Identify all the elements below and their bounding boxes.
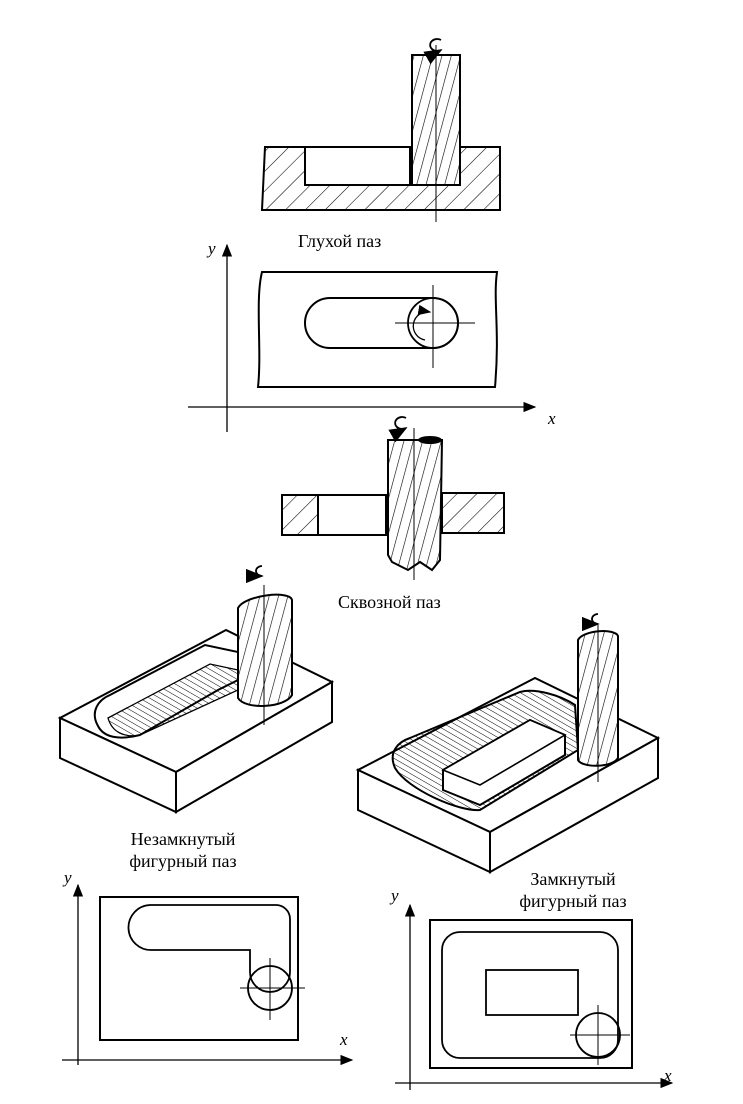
end-mill-cutter [237, 565, 293, 725]
caption-through-slot: Сквозной паз [338, 592, 441, 612]
rotation-arrow-icon [423, 38, 443, 65]
blind-slot-plan [188, 243, 537, 432]
end-mill-cutter [387, 416, 444, 580]
caption-line: фигурный паз [129, 851, 237, 871]
caption-closed-figured-slot: Замкнутый фигурный паз [498, 868, 648, 912]
rotation-arrow-icon [412, 304, 432, 341]
axis-x-label: x [340, 1030, 348, 1049]
rotation-arrow-icon [245, 565, 264, 584]
blind-slot-section [260, 38, 501, 222]
closed-figured-slot-plan [395, 903, 674, 1090]
axis-x-label: x [548, 409, 556, 428]
caption-line: Незамкнутый [130, 829, 236, 849]
caption-line: Замкнутый [530, 869, 616, 889]
rotation-arrow-icon [581, 613, 600, 632]
caption-line: фигурный паз [519, 891, 627, 911]
axis-x-label: x [664, 1066, 672, 1085]
closed-figured-slot-3d [355, 613, 661, 874]
axis-y-label: y [64, 868, 72, 887]
axis-y-label: y [208, 239, 216, 258]
end-mill-cutter [577, 613, 619, 782]
end-mill-cutter [411, 38, 461, 222]
axis-y-label: y [391, 886, 399, 905]
open-figured-slot-3d [57, 565, 335, 814]
through-slot-section [281, 416, 505, 580]
rotation-arrow-icon [388, 416, 408, 443]
open-figured-slot-plan [62, 883, 354, 1066]
caption-blind-slot: Глухой паз [298, 231, 382, 251]
caption-open-figured-slot: Незамкнутый фигурный паз [108, 828, 258, 872]
